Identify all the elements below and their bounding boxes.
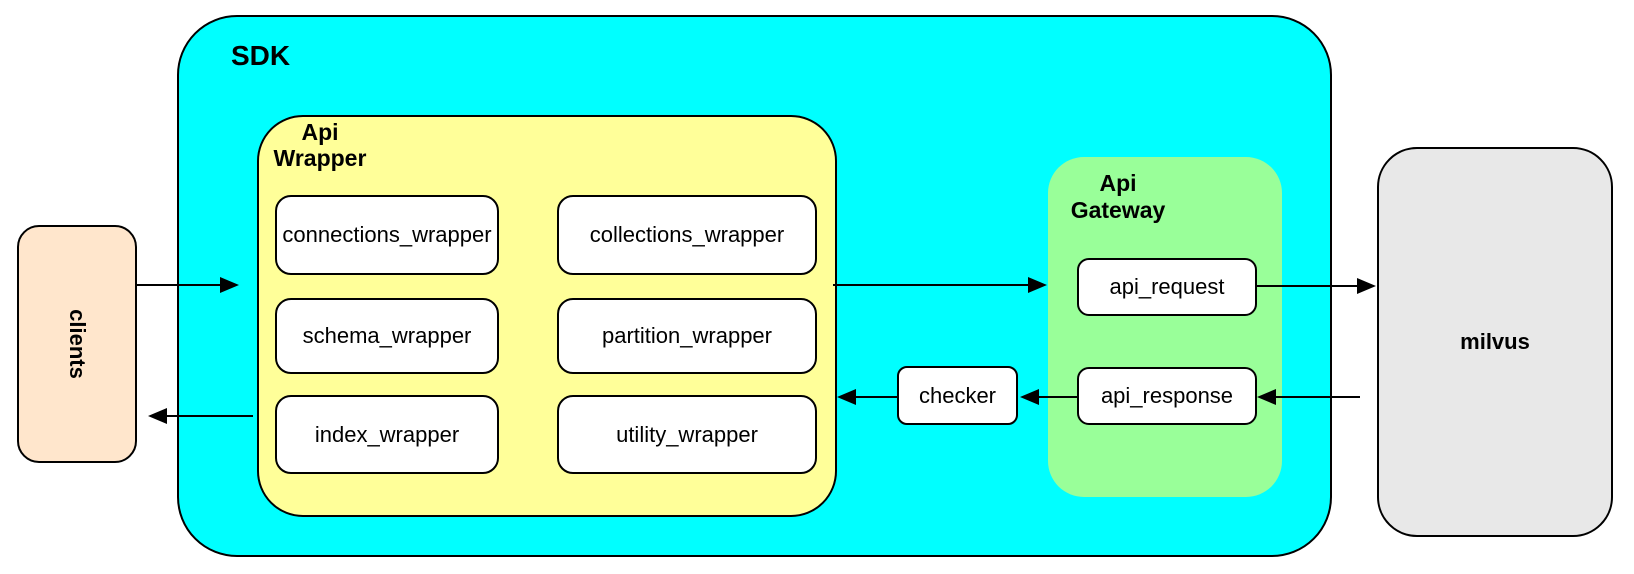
api-wrapper-label: Api Wrapper <box>257 119 383 171</box>
arrow-line <box>856 396 897 398</box>
arrow-head <box>148 408 167 424</box>
milvus-label: milvus <box>1460 329 1530 354</box>
api-gateway-label-line2: Gateway <box>1070 197 1166 223</box>
api-gateway-label: Api Gateway <box>1048 170 1188 224</box>
milvus-node: milvus <box>1377 147 1613 537</box>
wrapper-box-collections: collections_wrapper <box>557 195 817 275</box>
arrow-line <box>1276 396 1360 398</box>
sdk-label: SDK <box>231 40 291 71</box>
wrapper-box-connections: connections_wrapper <box>275 195 499 275</box>
arrow-head <box>837 389 856 405</box>
wrapper-box-partition: partition_wrapper <box>557 298 817 374</box>
api-request-label: api_request <box>1109 274 1225 299</box>
arrow-line <box>137 284 221 286</box>
arrow-head <box>1357 278 1376 294</box>
arrow-head <box>1257 389 1276 405</box>
wrapper-box-utility-label: utility_wrapper <box>616 421 758 447</box>
arrow-head <box>220 277 239 293</box>
wrapper-box-partition-label: partition_wrapper <box>602 323 772 348</box>
wrapper-box-index-label: index_wrapper <box>314 421 460 447</box>
api-wrapper-label-line1: Api <box>301 119 339 145</box>
arrow-head <box>1028 277 1047 293</box>
checker-node: checker <box>897 366 1018 425</box>
api-gateway-container <box>1048 157 1282 497</box>
api-wrapper-label-line2: Wrapper <box>273 145 367 171</box>
api-request-node: api_request <box>1077 258 1257 316</box>
wrapper-box-schema: schema_wrapper <box>275 298 499 374</box>
checker-label: checker <box>918 382 997 408</box>
arrow-line <box>166 415 253 417</box>
arrow-line <box>1038 396 1077 398</box>
wrapper-box-utility: utility_wrapper <box>557 395 817 474</box>
arrow-head <box>1020 389 1039 405</box>
api-gateway-label-line1: Api <box>1099 170 1137 196</box>
api-response-node: api_response <box>1077 367 1257 425</box>
api-response-label: api_response <box>1100 383 1234 408</box>
clients-label: clients <box>64 309 90 379</box>
arrow-line <box>833 284 1029 286</box>
clients-node: clients <box>17 225 137 463</box>
wrapper-box-schema-label: schema_wrapper <box>302 323 472 348</box>
wrapper-box-collections-label: collections_wrapper <box>589 222 785 247</box>
arrow-line <box>1257 285 1358 287</box>
wrapper-box-connections-label: connections_wrapper <box>282 222 492 247</box>
wrapper-box-index: index_wrapper <box>275 395 499 474</box>
